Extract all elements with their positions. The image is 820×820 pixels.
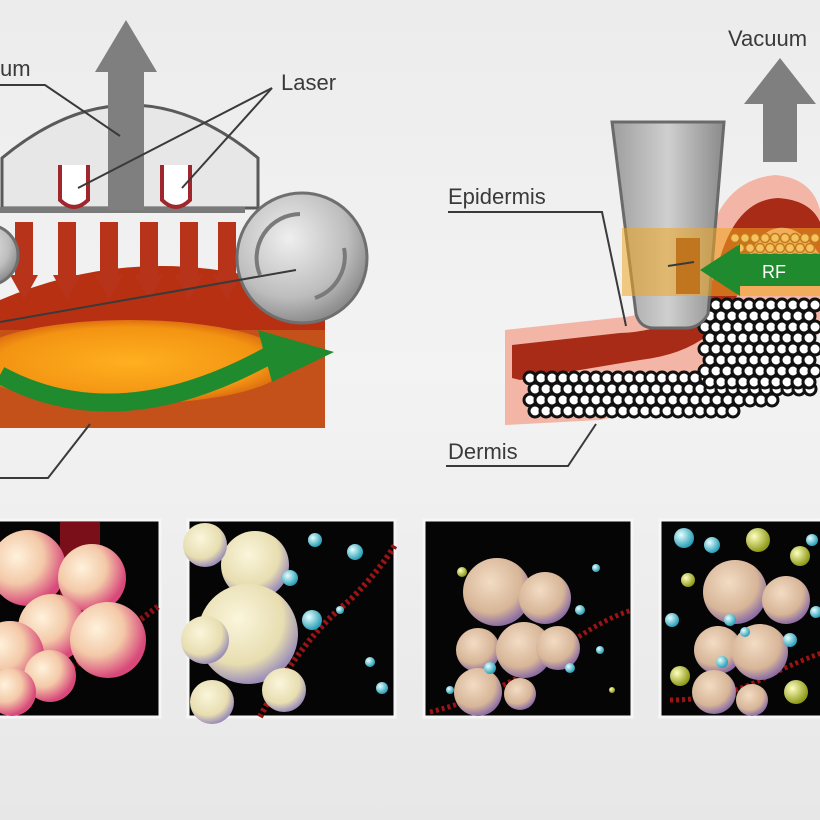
- dermis-cell: [807, 363, 820, 379]
- rf-label: RF: [762, 262, 786, 282]
- fat-cells-stage-4: [692, 560, 810, 716]
- laser-beams: [10, 222, 241, 300]
- laser-vacuum-diagram: um Laser: [0, 20, 369, 479]
- panel-stage-3: [422, 518, 634, 719]
- vacuum-label-right: Vacuum: [728, 26, 807, 51]
- droplets-stage-3: [446, 564, 615, 694]
- vacuum-arrow-right: [744, 58, 816, 162]
- vacuum-label-left: um: [0, 56, 31, 81]
- dermis-cell: [801, 374, 817, 390]
- laser-probe-1: [58, 165, 90, 209]
- epidermis-label: Epidermis: [448, 184, 546, 209]
- dermis-cell: [807, 319, 820, 335]
- roller-left: [0, 225, 20, 285]
- fat-cell-panels: [0, 518, 820, 724]
- laser-probes: [58, 165, 192, 209]
- panel-stage-2: [181, 518, 398, 724]
- droplets-stage-2: [282, 533, 388, 694]
- dermis-cell: [725, 403, 741, 419]
- dermis-cell: [764, 392, 780, 408]
- circulation-arrowhead: [258, 330, 334, 382]
- rf-handpiece: [610, 120, 726, 330]
- droplets-stage-4: [665, 528, 820, 704]
- dermis-cell: [807, 341, 820, 357]
- roller-right: [235, 191, 369, 325]
- laser-probe-2: [160, 165, 192, 209]
- dermis-cells: [522, 232, 820, 419]
- fat-cells-stage-1: [0, 530, 146, 716]
- circulation-arrow: [0, 344, 280, 412]
- fat-cells-stage-3: [454, 558, 580, 716]
- rf-arrow: [700, 244, 820, 296]
- rf-vacuum-diagram: RF Vacuum Epidermis Dermis: [446, 26, 820, 467]
- leader-lines-right: [446, 211, 695, 467]
- fat-cells-stage-2: [181, 523, 306, 724]
- panel-stage-1: [0, 518, 162, 719]
- laser-label: Laser: [281, 70, 336, 95]
- panel-stage-4: [658, 518, 820, 719]
- leader-lines-left: [0, 84, 297, 479]
- dermis-cell: [807, 297, 820, 313]
- vacuum-arrow: [95, 20, 157, 210]
- dermis-label: Dermis: [448, 439, 518, 464]
